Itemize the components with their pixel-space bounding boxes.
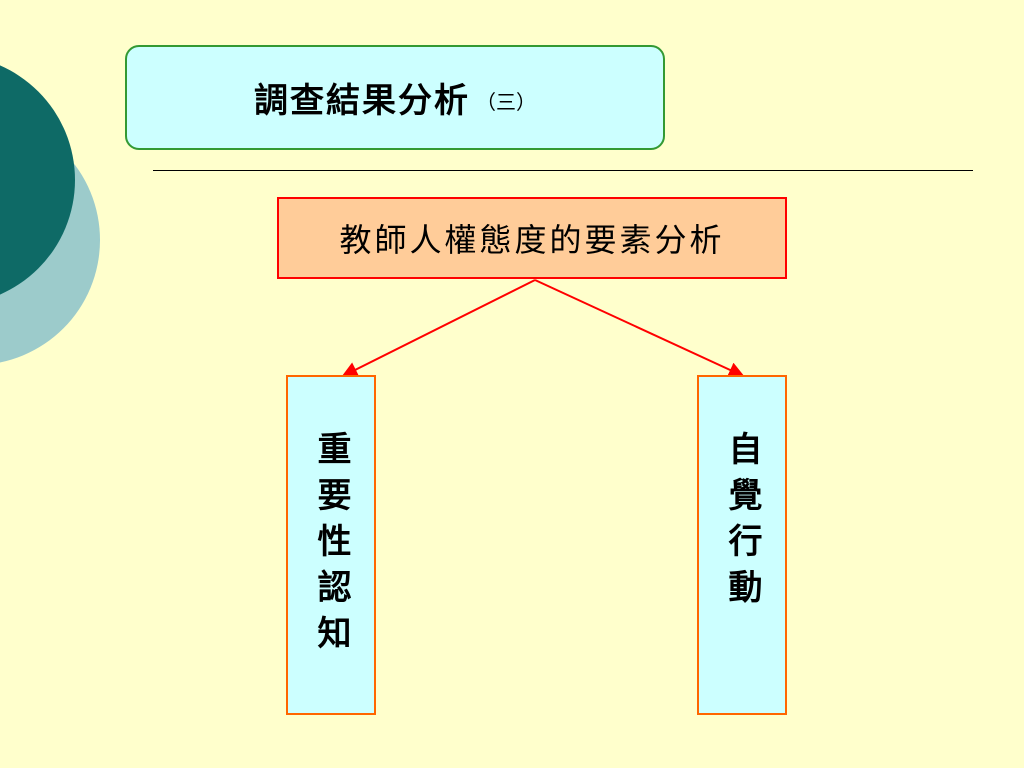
slide-title-suffix: （三）	[476, 90, 536, 114]
child-node-importance-label: 重要性認知	[311, 431, 351, 661]
root-node-label: 教師人權態度的要素分析	[339, 221, 725, 259]
child-node-action: 自覺行動	[697, 375, 787, 715]
connector-right-arrow	[534, 279, 745, 378]
slide-title: 調查結果分析	[254, 81, 470, 121]
slide-title-box: 調查結果分析 （三）	[125, 45, 665, 150]
decorative-circles	[0, 65, 100, 363]
child-node-importance: 重要性認知	[286, 375, 376, 715]
root-node: 教師人權態度的要素分析	[277, 197, 787, 279]
deco-circle-dark	[0, 65, 75, 295]
title-divider	[153, 170, 973, 171]
child-node-action-label: 自覺行動	[722, 431, 762, 615]
connector-left-arrow	[341, 279, 536, 377]
